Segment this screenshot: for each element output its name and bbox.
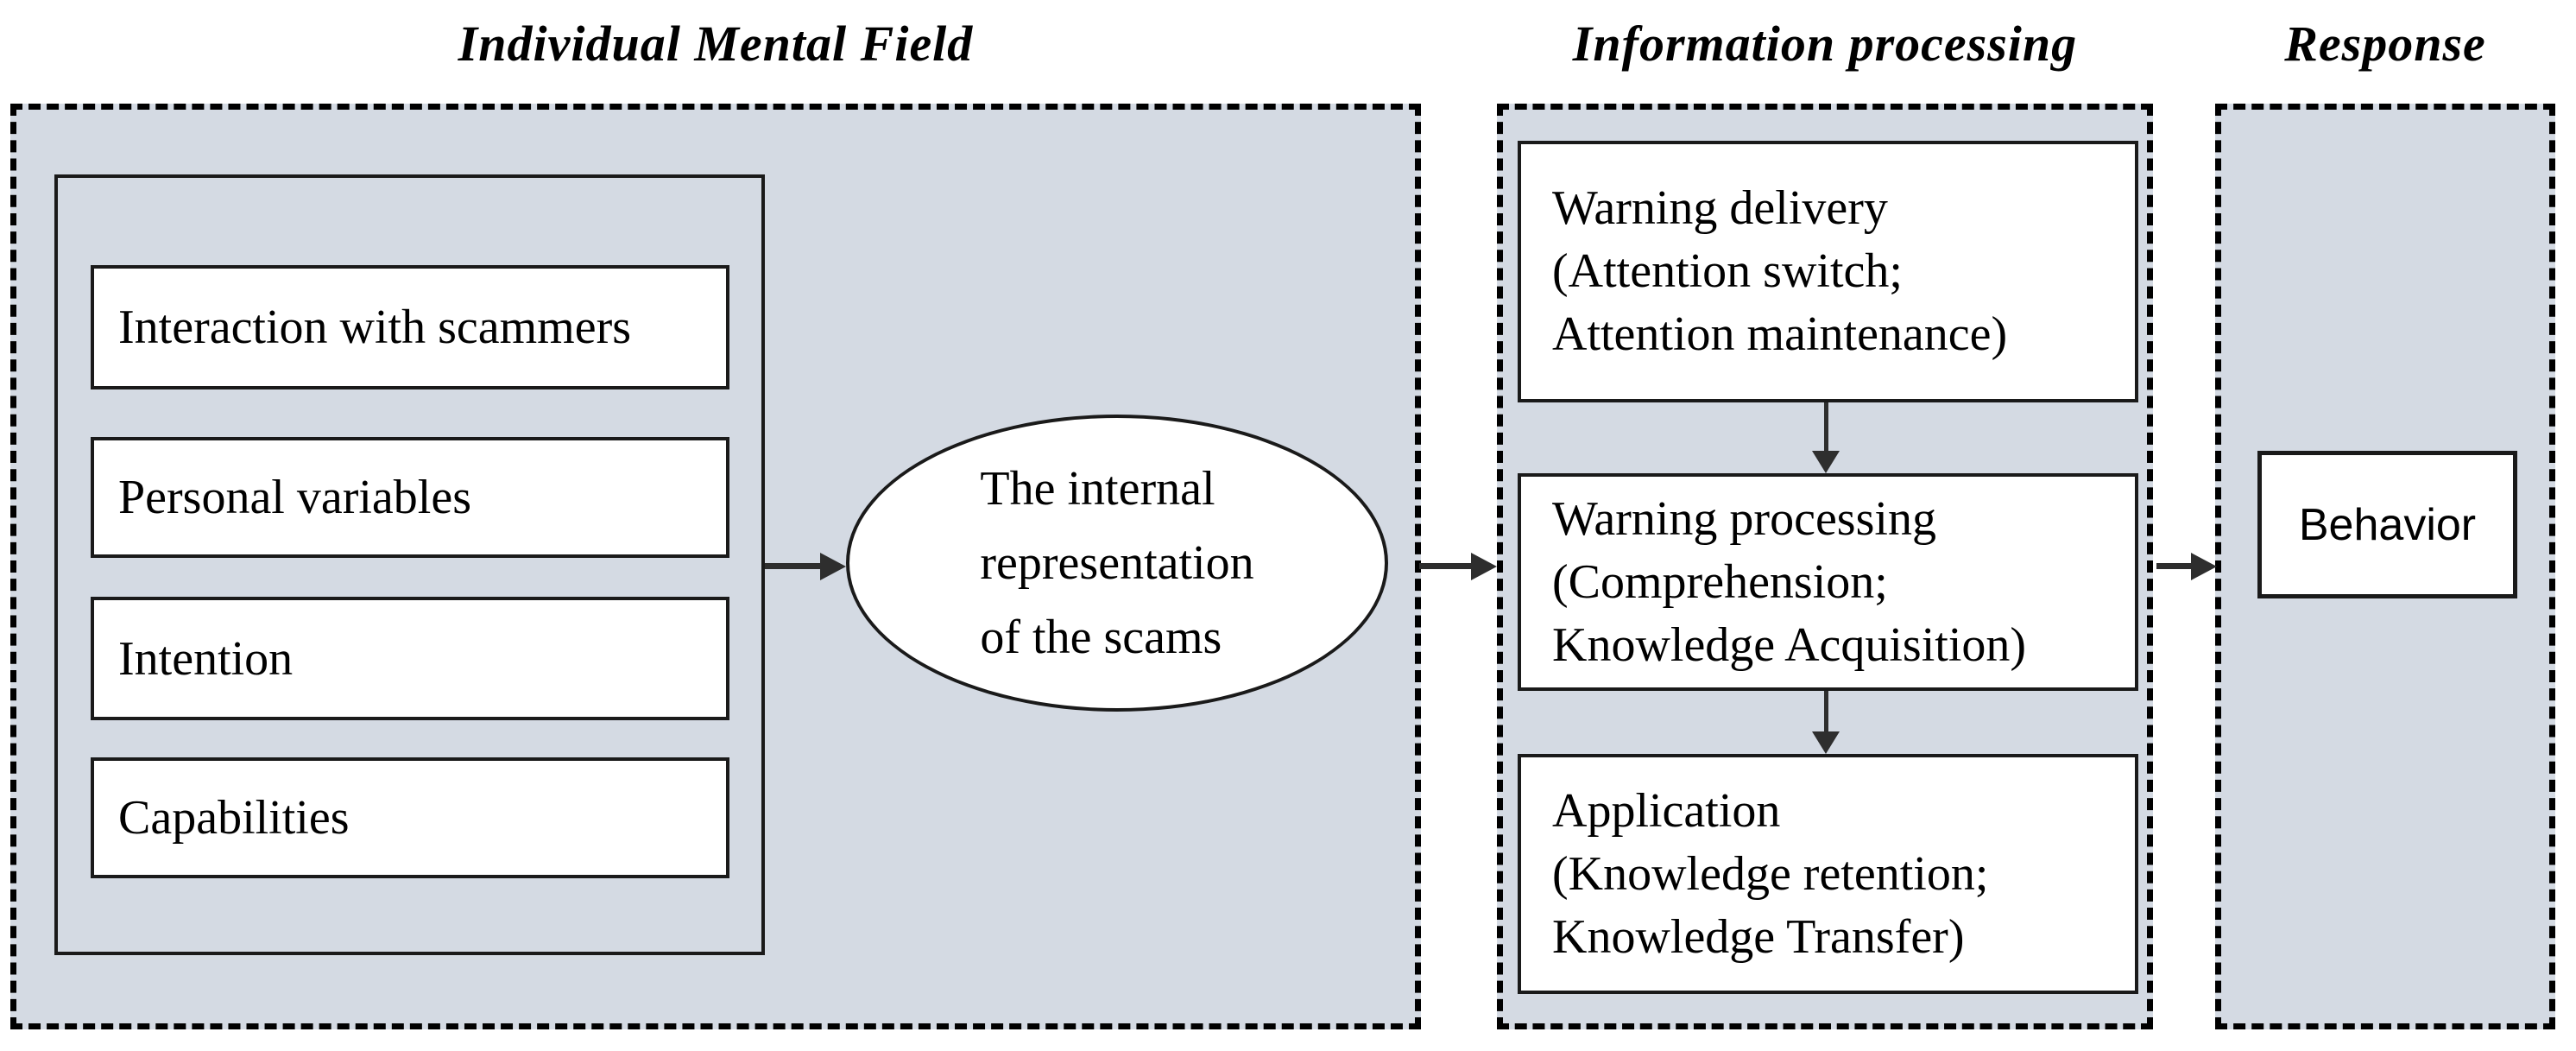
box-behavior: Behavior bbox=[2257, 451, 2517, 598]
box-intention-label: Intention bbox=[118, 631, 294, 686]
ellipse-text-line-2: representation bbox=[980, 536, 1254, 590]
arrow-group-to-ellipse-line bbox=[765, 563, 824, 569]
arrow-mental-to-processing-line bbox=[1419, 563, 1474, 569]
arrow-processing-to-application-head bbox=[1812, 731, 1840, 754]
ellipse-text-line-1: The internal bbox=[980, 462, 1215, 516]
box-behavior-label: Behavior bbox=[2298, 499, 2477, 550]
box-application-line-2: (Knowledge retention; bbox=[1552, 846, 1989, 901]
ellipse-text-line-3: of the scams bbox=[980, 611, 1222, 664]
box-warning-processing-line-3: Knowledge Acquisition) bbox=[1552, 617, 2027, 672]
box-intention: Intention bbox=[91, 597, 729, 720]
box-capabilities: Capabilities bbox=[91, 757, 729, 878]
box-application-line-1: Application bbox=[1552, 783, 1781, 838]
box-application: Application (Knowledge retention; Knowle… bbox=[1518, 754, 2138, 994]
box-personal-variables-label: Personal variables bbox=[118, 471, 471, 524]
arrow-mental-to-processing-head bbox=[1471, 553, 1497, 580]
box-capabilities-label: Capabilities bbox=[118, 791, 350, 845]
box-application-line-3: Knowledge Transfer) bbox=[1552, 909, 1965, 964]
box-interaction-with-scammers-label: Interaction with scammers bbox=[118, 301, 632, 354]
ellipse-internal-representation-text: The internal representation of the scams bbox=[980, 452, 1253, 674]
title-individual-mental-field: Individual Mental Field bbox=[458, 15, 974, 72]
box-warning-processing-line-1: Warning processing bbox=[1552, 491, 1936, 546]
box-warning-delivery-line-3: Attention maintenance) bbox=[1552, 307, 2008, 361]
arrow-processing-to-application-line bbox=[1824, 691, 1828, 734]
ellipse-internal-representation: The internal representation of the scams bbox=[846, 415, 1388, 712]
arrow-group-to-ellipse-head bbox=[820, 553, 846, 580]
title-information-processing: Information processing bbox=[1572, 15, 2078, 72]
box-interaction-with-scammers: Interaction with scammers bbox=[91, 265, 729, 389]
box-personal-variables: Personal variables bbox=[91, 437, 729, 558]
box-warning-processing-line-2: (Comprehension; bbox=[1552, 554, 1888, 609]
box-warning-delivery-line-1: Warning delivery bbox=[1552, 181, 1888, 235]
arrow-delivery-to-processing-head bbox=[1812, 451, 1840, 473]
arrow-processing-to-response-head bbox=[2191, 553, 2217, 580]
arrow-delivery-to-processing-line bbox=[1824, 402, 1828, 454]
box-warning-delivery: Warning delivery (Attention switch; Atte… bbox=[1518, 141, 2138, 402]
arrow-processing-to-response-line bbox=[2156, 563, 2194, 569]
antecedents-group-box bbox=[54, 174, 765, 955]
title-response: Response bbox=[2284, 15, 2486, 72]
box-warning-processing: Warning processing (Comprehension; Knowl… bbox=[1518, 473, 2138, 691]
box-warning-delivery-line-2: (Attention switch; bbox=[1552, 244, 1903, 298]
